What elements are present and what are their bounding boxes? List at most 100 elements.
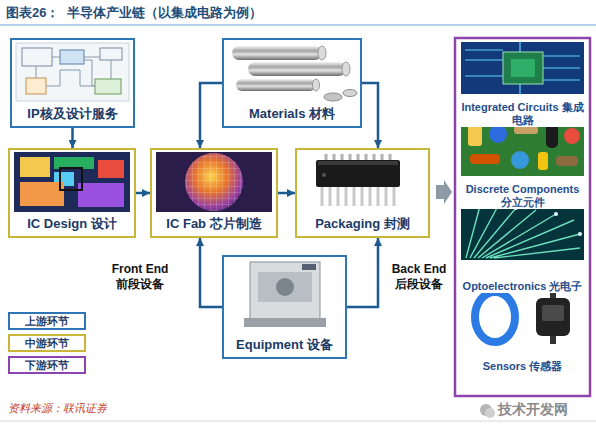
fiber-picture — [466, 206, 580, 258]
ingot-picture — [236, 79, 316, 91]
fiber-picture — [461, 202, 584, 260]
discrete-picture — [511, 151, 529, 169]
schematic-picture — [36, 57, 111, 86]
schematic-picture — [100, 48, 122, 60]
wechat-icon — [485, 408, 495, 418]
product-item: Integrated Circuits 集成电路 — [455, 40, 590, 131]
stage-box: IC Fab 芯片制造 — [150, 148, 278, 238]
discrete-picture — [538, 152, 548, 170]
discrete-picture — [564, 128, 580, 144]
sensor-picture — [475, 292, 570, 344]
wafer-picture — [185, 153, 243, 211]
schematic-picture — [22, 48, 52, 66]
product-item: Optoelectronics 光电子 — [455, 200, 590, 297]
wafer-picture — [185, 153, 243, 211]
node-label: IC Design 设计 — [25, 216, 119, 232]
node-label: IC Fab 芯片制造 — [164, 216, 263, 232]
stage-box: Packaging 封测 — [295, 148, 430, 238]
stage-box: Equipment 设备 — [222, 255, 347, 359]
chip-layout-picture — [20, 182, 64, 206]
stage-note: Back End 后段设备 — [386, 262, 452, 292]
machine-picture — [244, 262, 326, 327]
legend-swatch: 上游环节 — [8, 312, 86, 330]
source-caption: 资料来源：联讯证券 — [8, 401, 107, 416]
sensor-picture — [542, 305, 564, 321]
ingot-picture — [232, 46, 357, 101]
machine-picture — [276, 278, 294, 296]
flow-connector — [278, 192, 295, 195]
legend-swatch: 下游环节 — [8, 356, 86, 374]
flow-connector — [71, 128, 74, 148]
flow-connector — [136, 192, 150, 195]
wechat-icon — [480, 404, 495, 418]
product-item: Sensors 传感器 — [458, 285, 587, 377]
ic-picture — [511, 59, 535, 77]
chip-layout-picture — [14, 152, 130, 212]
ic-picture — [461, 42, 584, 94]
node-label: IP核及设计服务 — [25, 106, 119, 122]
rule — [0, 421, 596, 422]
discrete-picture — [514, 126, 538, 134]
ic-picture — [461, 42, 584, 94]
chip-layout-picture — [98, 160, 124, 178]
wafer-picture — [156, 152, 272, 212]
ingot-picture — [318, 46, 326, 60]
ic-picture — [465, 42, 580, 94]
package-picture — [316, 154, 400, 206]
fiber-picture — [554, 212, 558, 216]
stage-note: Front End 前段设备 — [107, 262, 173, 292]
chip-layout-picture — [78, 183, 124, 207]
stage-box: Materials 材料 — [222, 38, 362, 128]
schematic-picture — [16, 43, 129, 101]
node-label: Equipment 设备 — [234, 337, 335, 353]
chip-layout-picture — [20, 157, 50, 177]
fiber-picture — [578, 232, 582, 236]
rule — [0, 25, 596, 421]
node-label: Discrete Components 分立元件 — [459, 183, 586, 209]
schematic-picture — [26, 78, 46, 94]
node-label: Integrated Circuits 集成电路 — [459, 101, 586, 127]
product-item: Discrete Components 分立元件 — [455, 116, 590, 213]
package-picture — [322, 173, 326, 177]
node-label: Packaging 封测 — [313, 216, 412, 232]
machine-picture — [244, 318, 326, 327]
ingot-picture — [248, 62, 346, 76]
flow-connector — [347, 238, 378, 307]
discrete-picture — [470, 154, 500, 164]
stage-box: IC Design 设计 — [8, 148, 136, 238]
node-label: Optoelectronics 光电子 — [461, 280, 585, 293]
ingot-picture — [313, 79, 320, 91]
discrete-picture — [489, 125, 507, 143]
legend-label: 中游环节 — [25, 336, 69, 351]
fiber-picture — [461, 202, 584, 260]
discrete-picture — [556, 156, 578, 166]
chip-layout-picture — [14, 152, 130, 212]
ingot-picture — [342, 62, 350, 76]
ic-picture — [503, 52, 543, 84]
machine-picture — [302, 264, 316, 270]
legend-swatch: 中游环节 — [8, 334, 86, 352]
flow-connector — [200, 83, 222, 148]
package-picture — [316, 160, 400, 187]
legend-label: 下游环节 — [25, 358, 69, 373]
watermark: 技术开发网 — [498, 401, 568, 419]
legend-label: 上游环节 — [25, 314, 69, 329]
rule — [0, 24, 596, 26]
schematic-picture — [60, 50, 84, 64]
stage-box: IP核及设计服务 — [10, 38, 135, 128]
downstream-panel — [455, 38, 590, 396]
ingot-picture — [343, 90, 357, 97]
schematic-picture — [95, 79, 121, 94]
flow-arrow — [436, 180, 452, 204]
figure-title: 图表26： 半导体产业链（以集成电路为例） — [6, 4, 262, 22]
flow-connector — [362, 83, 378, 148]
machine-picture — [258, 272, 312, 302]
package-picture — [322, 186, 394, 206]
schematic-picture — [16, 43, 129, 101]
sensor-picture — [536, 298, 570, 336]
node-label: Materials 材料 — [247, 106, 337, 122]
sensor-picture — [475, 292, 515, 342]
chip-layout-picture — [60, 168, 82, 190]
package-picture — [318, 161, 398, 165]
machine-picture — [250, 262, 320, 324]
